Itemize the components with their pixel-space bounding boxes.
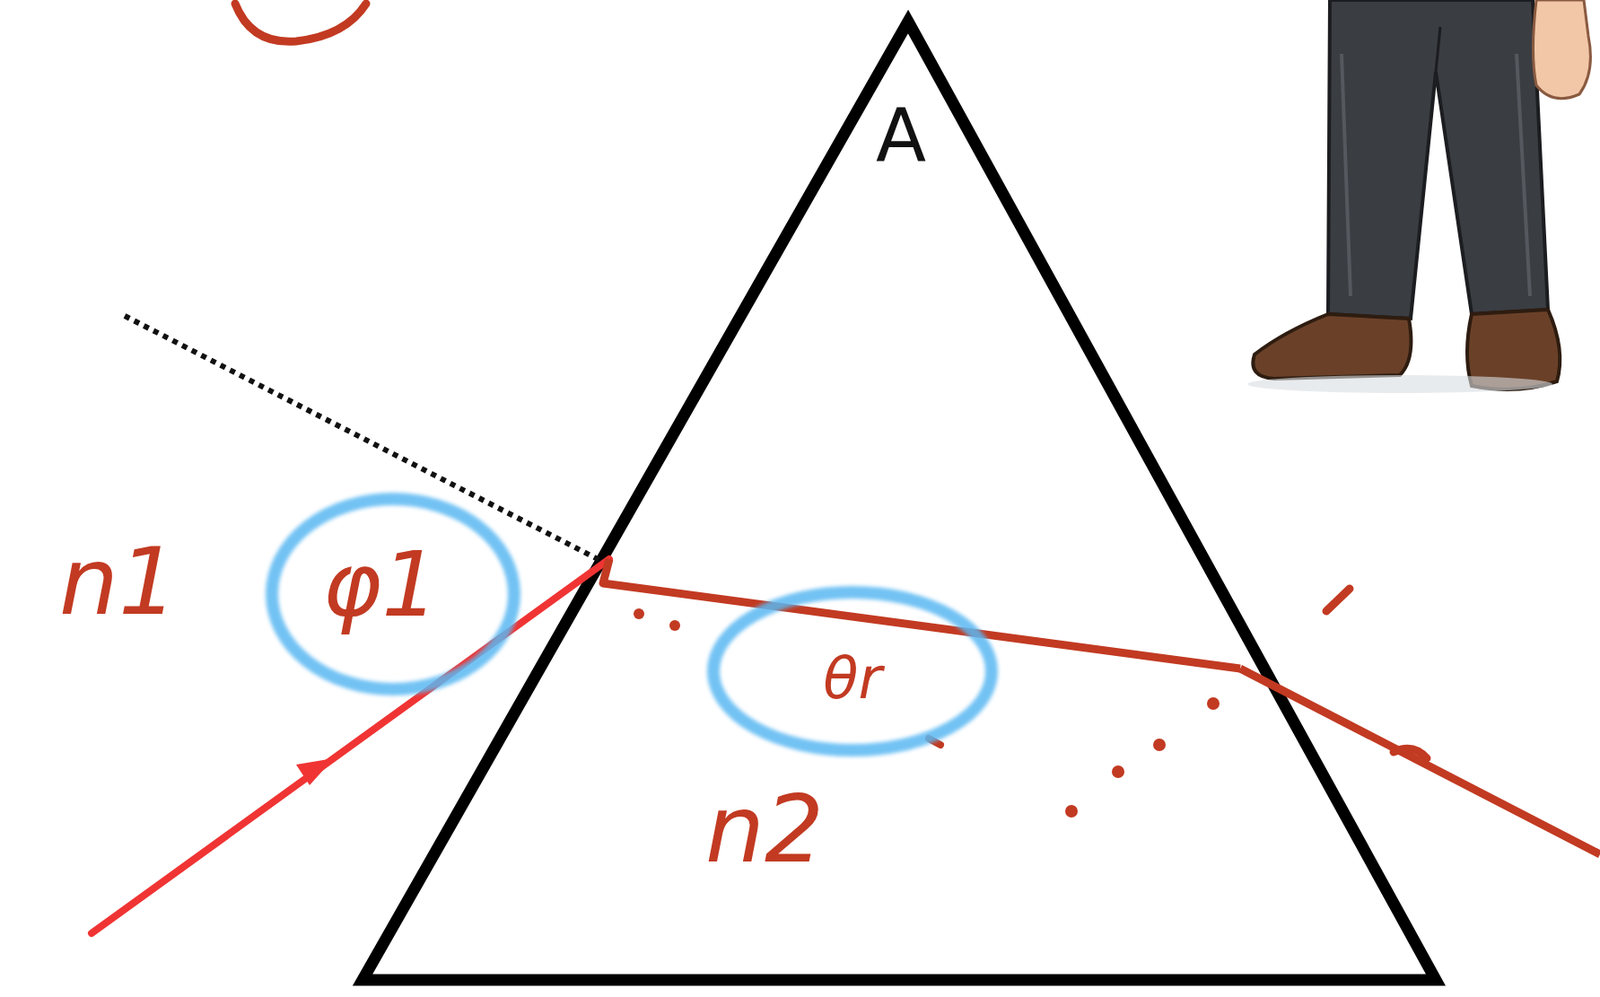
angle-symbol: φ1 [322,540,439,630]
angle-circle: φ1 [262,489,524,699]
medium-label: n2 [705,782,824,876]
medium-label: n1 [59,534,178,629]
angle-symbol: θr [822,649,882,708]
prism-triangle [362,21,1436,980]
normal-dash [1326,588,1350,612]
angle-circle: θr [704,583,1001,760]
refracted-ray [603,559,1241,669]
ray-tick [1393,748,1427,759]
blue-ellipse-stroke [271,498,515,690]
emergent-ray [1240,668,1600,855]
ray-arrowhead [296,758,334,786]
incident-extension [124,315,600,560]
blue-ellipse-stroke [713,592,992,751]
red-arc-scribble [235,3,367,42]
cartoon-man-legs [1247,0,1591,394]
apex-label: A [875,98,927,173]
